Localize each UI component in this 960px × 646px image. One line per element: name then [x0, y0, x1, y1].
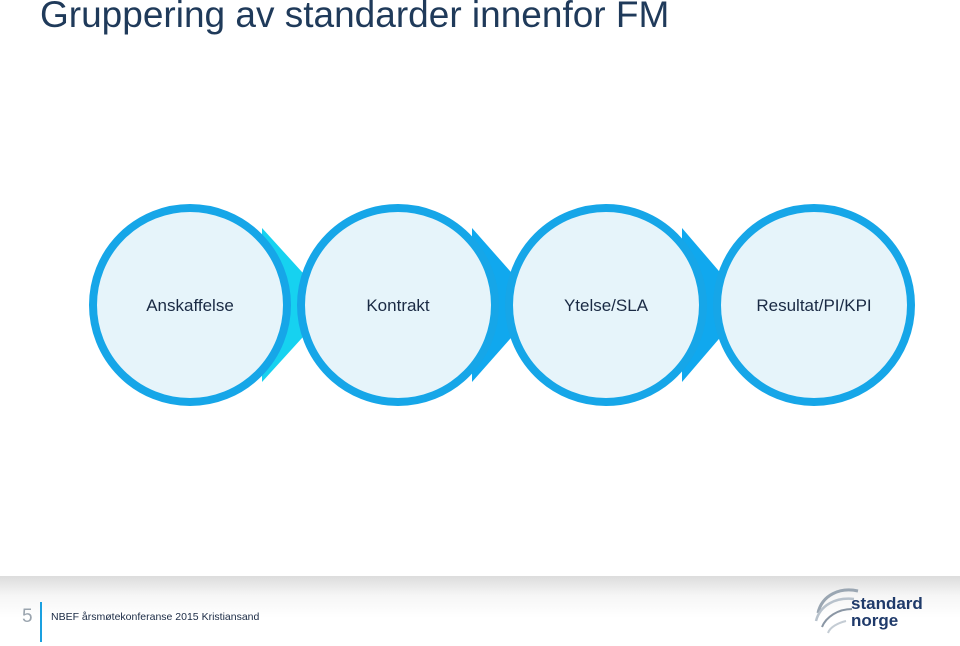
- step-label-ytelse-sla: Ytelse/SLA: [564, 296, 649, 315]
- step-label-anskaffelse: Anskaffelse: [146, 296, 234, 315]
- step-label-resultat-pi-kpi: Resultat/PI/KPI: [756, 296, 871, 315]
- slide-title: Gruppering av standarder innenfor FM: [40, 0, 670, 35]
- step-label-kontrakt: Kontrakt: [366, 296, 430, 315]
- slide-number: 5: [22, 606, 33, 627]
- step-circle-ytelse-sla: [505, 204, 707, 406]
- step-circle-resultat-pi-kpi: [713, 204, 915, 406]
- logo-line-norge: norge: [851, 611, 899, 630]
- slide-footer: [0, 576, 960, 646]
- footer-divider: [40, 602, 42, 642]
- step-circle-anskaffelse: [89, 204, 291, 406]
- logo-line-standard: standard: [851, 594, 923, 613]
- standard-norge-logo-icon: [814, 588, 859, 634]
- footer-text: NBEF årsmøtekonferanse 2015 Kristiansand: [51, 611, 260, 623]
- step-circle-kontrakt: [297, 204, 499, 406]
- logo-wordmark: standard norge: [851, 595, 923, 629]
